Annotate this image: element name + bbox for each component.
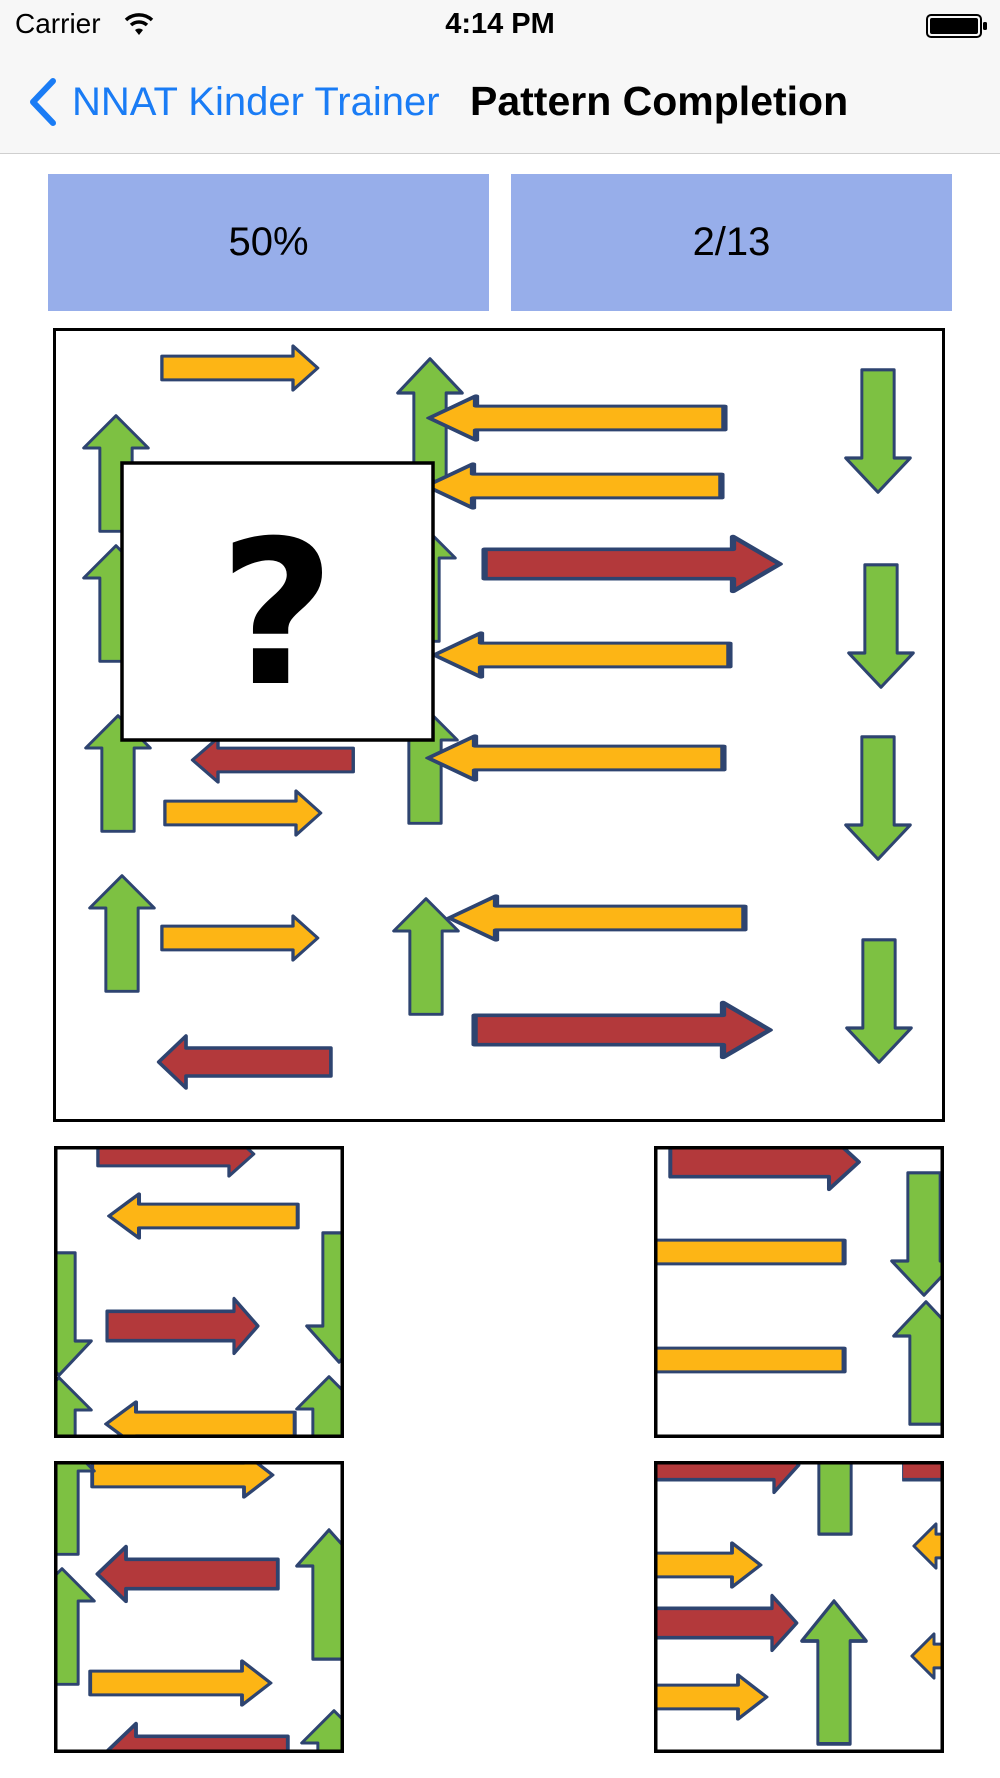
pattern-puzzle: ? [53, 328, 945, 1122]
battery-icon [926, 14, 987, 38]
clock: 4:14 PM [445, 8, 555, 40]
answer-option-b[interactable] [654, 1146, 944, 1438]
carrier-label: Carrier [15, 8, 101, 39]
navigation-bar: NNAT Kinder Trainer Pattern Completion [0, 48, 1000, 154]
score-box: 50% [48, 174, 489, 311]
answer-option-d[interactable] [654, 1461, 944, 1753]
status-bar: Carrier 4:14 PM [0, 0, 1000, 48]
back-button[interactable]: NNAT Kinder Trainer [28, 74, 440, 130]
missing-piece-slot [120, 461, 435, 742]
answer-option-a[interactable] [54, 1146, 344, 1438]
question-mark: ? [219, 498, 335, 731]
page-title: Pattern Completion [470, 78, 849, 124]
progress-value: 2/13 [692, 220, 771, 264]
progress-box: 2/13 [511, 174, 952, 311]
back-button-label: NNAT Kinder Trainer [72, 79, 440, 124]
answer-option-c[interactable] [54, 1461, 344, 1753]
chevron-left-icon [30, 78, 56, 126]
score-value: 50% [228, 220, 309, 264]
wifi-icon [124, 13, 154, 35]
